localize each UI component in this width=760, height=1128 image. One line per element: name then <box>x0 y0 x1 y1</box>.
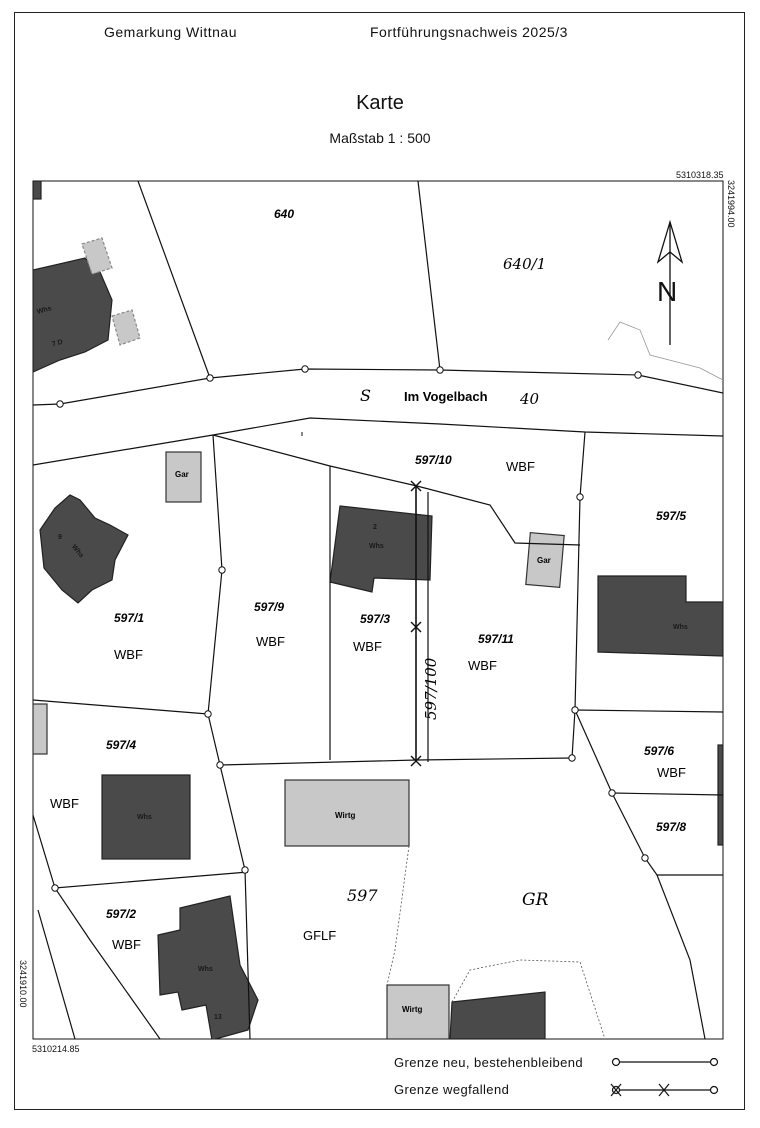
parcel-597-5: 597/5 <box>656 509 687 523</box>
label-whs-13: Whs <box>198 966 213 973</box>
parcel-597-11: 597/11 <box>478 632 514 646</box>
map-scale: Maßstab 1 : 500 <box>329 130 431 146</box>
parcel-597-4: 597/4 <box>106 738 137 752</box>
parcel-597-9-use: WBF <box>256 634 285 649</box>
building-corner <box>33 181 42 200</box>
north-label: N <box>657 276 678 307</box>
north-arrow-icon <box>656 219 684 345</box>
building-whs-13 <box>157 895 259 1039</box>
boundary-points <box>51 365 649 892</box>
label-wirtg-1: Wirtg <box>335 811 356 820</box>
parcel-597-100: 597/100 <box>422 657 440 720</box>
legend-removed-boundary: Grenze wegfallend <box>394 1082 510 1097</box>
street-number: 40 <box>520 390 540 408</box>
building-whs-5 <box>597 575 723 657</box>
parcel-597-1-use: WBF <box>114 647 143 662</box>
building-wirtg-1 <box>284 779 410 847</box>
label-garage-2: Gar <box>537 556 551 565</box>
parcel-597-2-use: WBF <box>112 937 141 952</box>
parcel-597-9: 597/9 <box>254 600 285 614</box>
label-wirtg-2: Wirtg <box>402 1005 423 1014</box>
street-name: Im Vogelbach <box>404 389 488 404</box>
parcel-640-1: 640/1 <box>503 255 547 273</box>
dotted-lines <box>386 845 606 1039</box>
parcel-597-10: 597/10 <box>415 453 452 467</box>
removed-boundary <box>415 486 429 762</box>
parcel-597-3: 597/3 <box>360 612 391 626</box>
label-whs-2: Whs <box>369 543 384 550</box>
legend-new-boundary: Grenze neu, bestehenbleibend <box>394 1055 584 1070</box>
parcel-597-8: 597/8 <box>656 820 687 834</box>
buildings <box>33 181 723 1039</box>
building-garage-2 <box>525 531 565 589</box>
building-rear <box>449 991 546 1039</box>
parcel-597-6-use: WBF <box>657 765 686 780</box>
map-title: Karte <box>356 92 404 114</box>
parcel-597-10-use: WBF <box>506 459 535 474</box>
parcel-597-11-use: WBF <box>468 658 497 673</box>
label-whs-5: Whs <box>673 624 688 631</box>
label-whs-4: Whs <box>137 814 152 821</box>
coord-bottom-east: 3241910.00 <box>18 960 28 1008</box>
removal-crosses <box>410 480 422 767</box>
building-annex-2 <box>111 309 141 346</box>
parcel-597: 597 <box>347 886 378 905</box>
building-whs-4 <box>101 774 191 860</box>
map-frame <box>14 12 745 1110</box>
coord-bottom-north: 5310214.85 <box>32 1044 80 1054</box>
parcel-640: 640 <box>274 207 295 221</box>
record-label: Fortführungsnachweis 2025/3 <box>370 24 568 40</box>
building-whs-9 <box>39 494 129 604</box>
street-mark: S <box>360 386 371 405</box>
parcel-597-use: GFLF <box>303 928 337 943</box>
building-whs-7d <box>33 257 113 373</box>
parcel-597-3-use: WBF <box>353 639 382 654</box>
building-wirtg-2 <box>386 984 450 1039</box>
terrain-line <box>607 321 723 381</box>
parcel-597-6: 597/6 <box>644 744 675 758</box>
building-annex-1 <box>81 237 113 275</box>
parcel-597-4-use: WBF <box>50 796 79 811</box>
label-2: 2 <box>373 524 377 531</box>
label-garage-1: Gar <box>175 470 189 479</box>
parcel-597-1: 597/1 <box>114 611 145 625</box>
parcel-597-2: 597/2 <box>106 907 137 921</box>
label-9: 9 <box>58 534 62 541</box>
label-13: 13 <box>214 1014 222 1021</box>
coord-top-north: 5310318.35 <box>676 170 724 180</box>
coord-top-east: 3241994.00 <box>726 180 736 228</box>
building-garage-1 <box>165 451 202 503</box>
garden-label: GR <box>522 890 549 910</box>
building-edge-left <box>33 703 48 755</box>
district-label: Gemarkung Wittnau <box>104 24 237 40</box>
